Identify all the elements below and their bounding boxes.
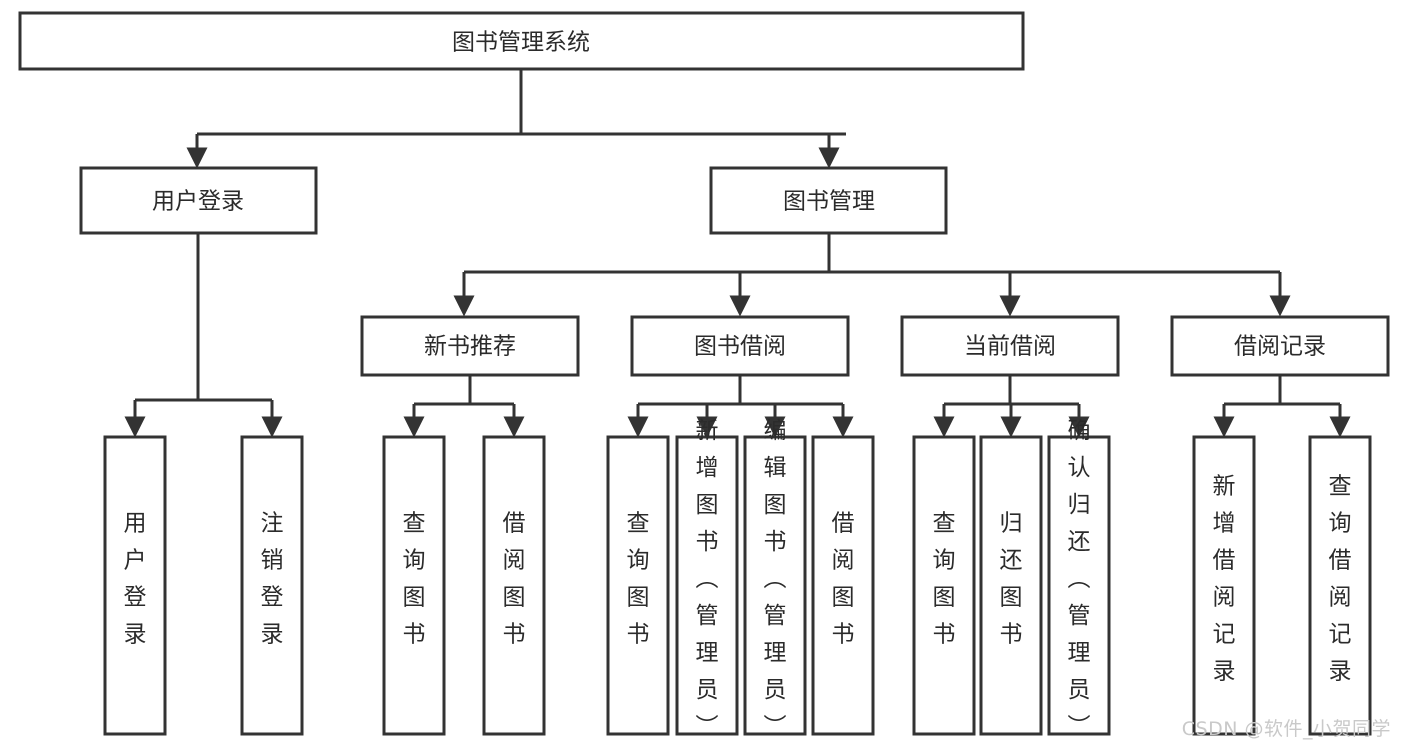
node-borrow-record[interactable]: 借阅记录: [1170, 315, 1390, 377]
node-leaf-confirm-return-label: 确认归还︵管理员︶: [1068, 418, 1091, 740]
node-leaf-borrow-book-1[interactable]: 借阅图书: [482, 435, 546, 736]
edge-group-current-borrow: [933, 375, 1090, 438]
node-leaf-logout-login[interactable]: 注销登录: [240, 435, 304, 736]
node-current-borrow-label: 当前借阅: [964, 334, 1056, 360]
node-root[interactable]: 图书管理系统: [18, 11, 1025, 71]
node-leaf-logout-login-box[interactable]: [240, 435, 304, 736]
edge-group-book-management: [453, 233, 1291, 317]
node-borrow-record-label: 借阅记录: [1234, 334, 1326, 360]
node-current-borrow-box[interactable]: [900, 315, 1120, 377]
node-new-book-recommend-box[interactable]: [360, 315, 580, 377]
node-leaf-edit-book[interactable]: 编辑图书︵管理员︶: [743, 418, 807, 740]
node-leaf-return-book-box[interactable]: [979, 435, 1043, 736]
node-leaf-add-record-box[interactable]: [1192, 435, 1256, 736]
node-user-login[interactable]: 用户登录: [79, 166, 318, 235]
node-leaf-borrow-book-2-label: 借阅图书: [832, 511, 855, 648]
node-leaf-add-record[interactable]: 新增借阅记录: [1192, 435, 1256, 736]
node-leaf-logout-login-label: 注销登录: [261, 511, 284, 648]
node-leaf-query-book-1[interactable]: 查询图书: [382, 435, 446, 736]
node-user-login-label: 用户登录: [152, 189, 244, 215]
node-new-book-recommend[interactable]: 新书推荐: [360, 315, 580, 377]
node-leaf-query-book-2-box[interactable]: [606, 435, 670, 736]
node-leaf-confirm-return[interactable]: 确认归还︵管理员︶: [1047, 418, 1111, 740]
node-book-borrow-box[interactable]: [630, 315, 850, 377]
node-book-management[interactable]: 图书管理: [709, 166, 948, 235]
node-leaf-borrow-book-1-box[interactable]: [482, 435, 546, 736]
node-borrow-record-box[interactable]: [1170, 315, 1390, 377]
node-leaf-return-book-label: 归还图书: [1000, 511, 1023, 648]
node-new-book-recommend-label: 新书推荐: [424, 334, 516, 360]
node-leaf-query-book-3-box[interactable]: [912, 435, 976, 736]
node-book-management-box[interactable]: [709, 166, 948, 235]
node-book-borrow[interactable]: 图书借阅: [630, 315, 850, 377]
csdn-watermark: CSDN @软件_小贺同学: [1181, 718, 1391, 740]
node-leaf-borrow-book-2-box[interactable]: [811, 435, 875, 736]
node-leaf-query-record[interactable]: 查询借阅记录: [1308, 435, 1372, 736]
node-leaf-query-book-3[interactable]: 查询图书: [912, 435, 976, 736]
edge-group-root: [186, 69, 846, 169]
edge-group-borrow-record: [1213, 375, 1351, 438]
node-leaf-add-book-label: 新增图书︵管理员︶: [696, 418, 719, 740]
node-book-borrow-label: 图书借阅: [694, 334, 786, 360]
node-leaf-add-book-box[interactable]: [675, 435, 739, 736]
node-leaf-edit-book-label: 编辑图书︵管理员︶: [764, 418, 787, 740]
node-leaf-query-book-3-label: 查询图书: [933, 511, 956, 648]
node-leaf-borrow-book-2[interactable]: 借阅图书: [811, 435, 875, 736]
node-leaf-query-book-2[interactable]: 查询图书: [606, 435, 670, 736]
node-leaf-query-book-1-label: 查询图书: [403, 511, 426, 648]
edge-group-user-login: [124, 233, 283, 438]
node-root-box[interactable]: [18, 11, 1025, 71]
node-leaf-query-record-box[interactable]: [1308, 435, 1372, 736]
node-leaf-add-record-label: 新增借阅记录: [1213, 474, 1236, 685]
node-root-label: 图书管理系统: [452, 30, 590, 56]
node-leaf-edit-book-box[interactable]: [743, 435, 807, 736]
node-leaf-borrow-book-1-label: 借阅图书: [503, 511, 526, 648]
node-leaf-query-book-2-label: 查询图书: [627, 511, 650, 648]
node-current-borrow[interactable]: 当前借阅: [900, 315, 1120, 377]
node-leaf-return-book[interactable]: 归还图书: [979, 435, 1043, 736]
edge-group-book-borrow: [627, 375, 854, 438]
node-leaf-confirm-return-box[interactable]: [1047, 435, 1111, 736]
node-leaf-user-login-label: 用户登录: [124, 511, 147, 648]
node-leaf-user-login-box[interactable]: [103, 435, 167, 736]
edge-group-new-book-recommend: [403, 375, 525, 438]
node-leaf-query-record-label: 查询借阅记录: [1329, 474, 1352, 685]
node-book-management-label: 图书管理: [783, 189, 875, 215]
node-leaf-query-book-1-box[interactable]: [382, 435, 446, 736]
node-user-login-box[interactable]: [79, 166, 318, 235]
node-leaf-add-book[interactable]: 新增图书︵管理员︶: [675, 418, 739, 740]
node-leaf-user-login[interactable]: 用户登录: [103, 435, 167, 736]
